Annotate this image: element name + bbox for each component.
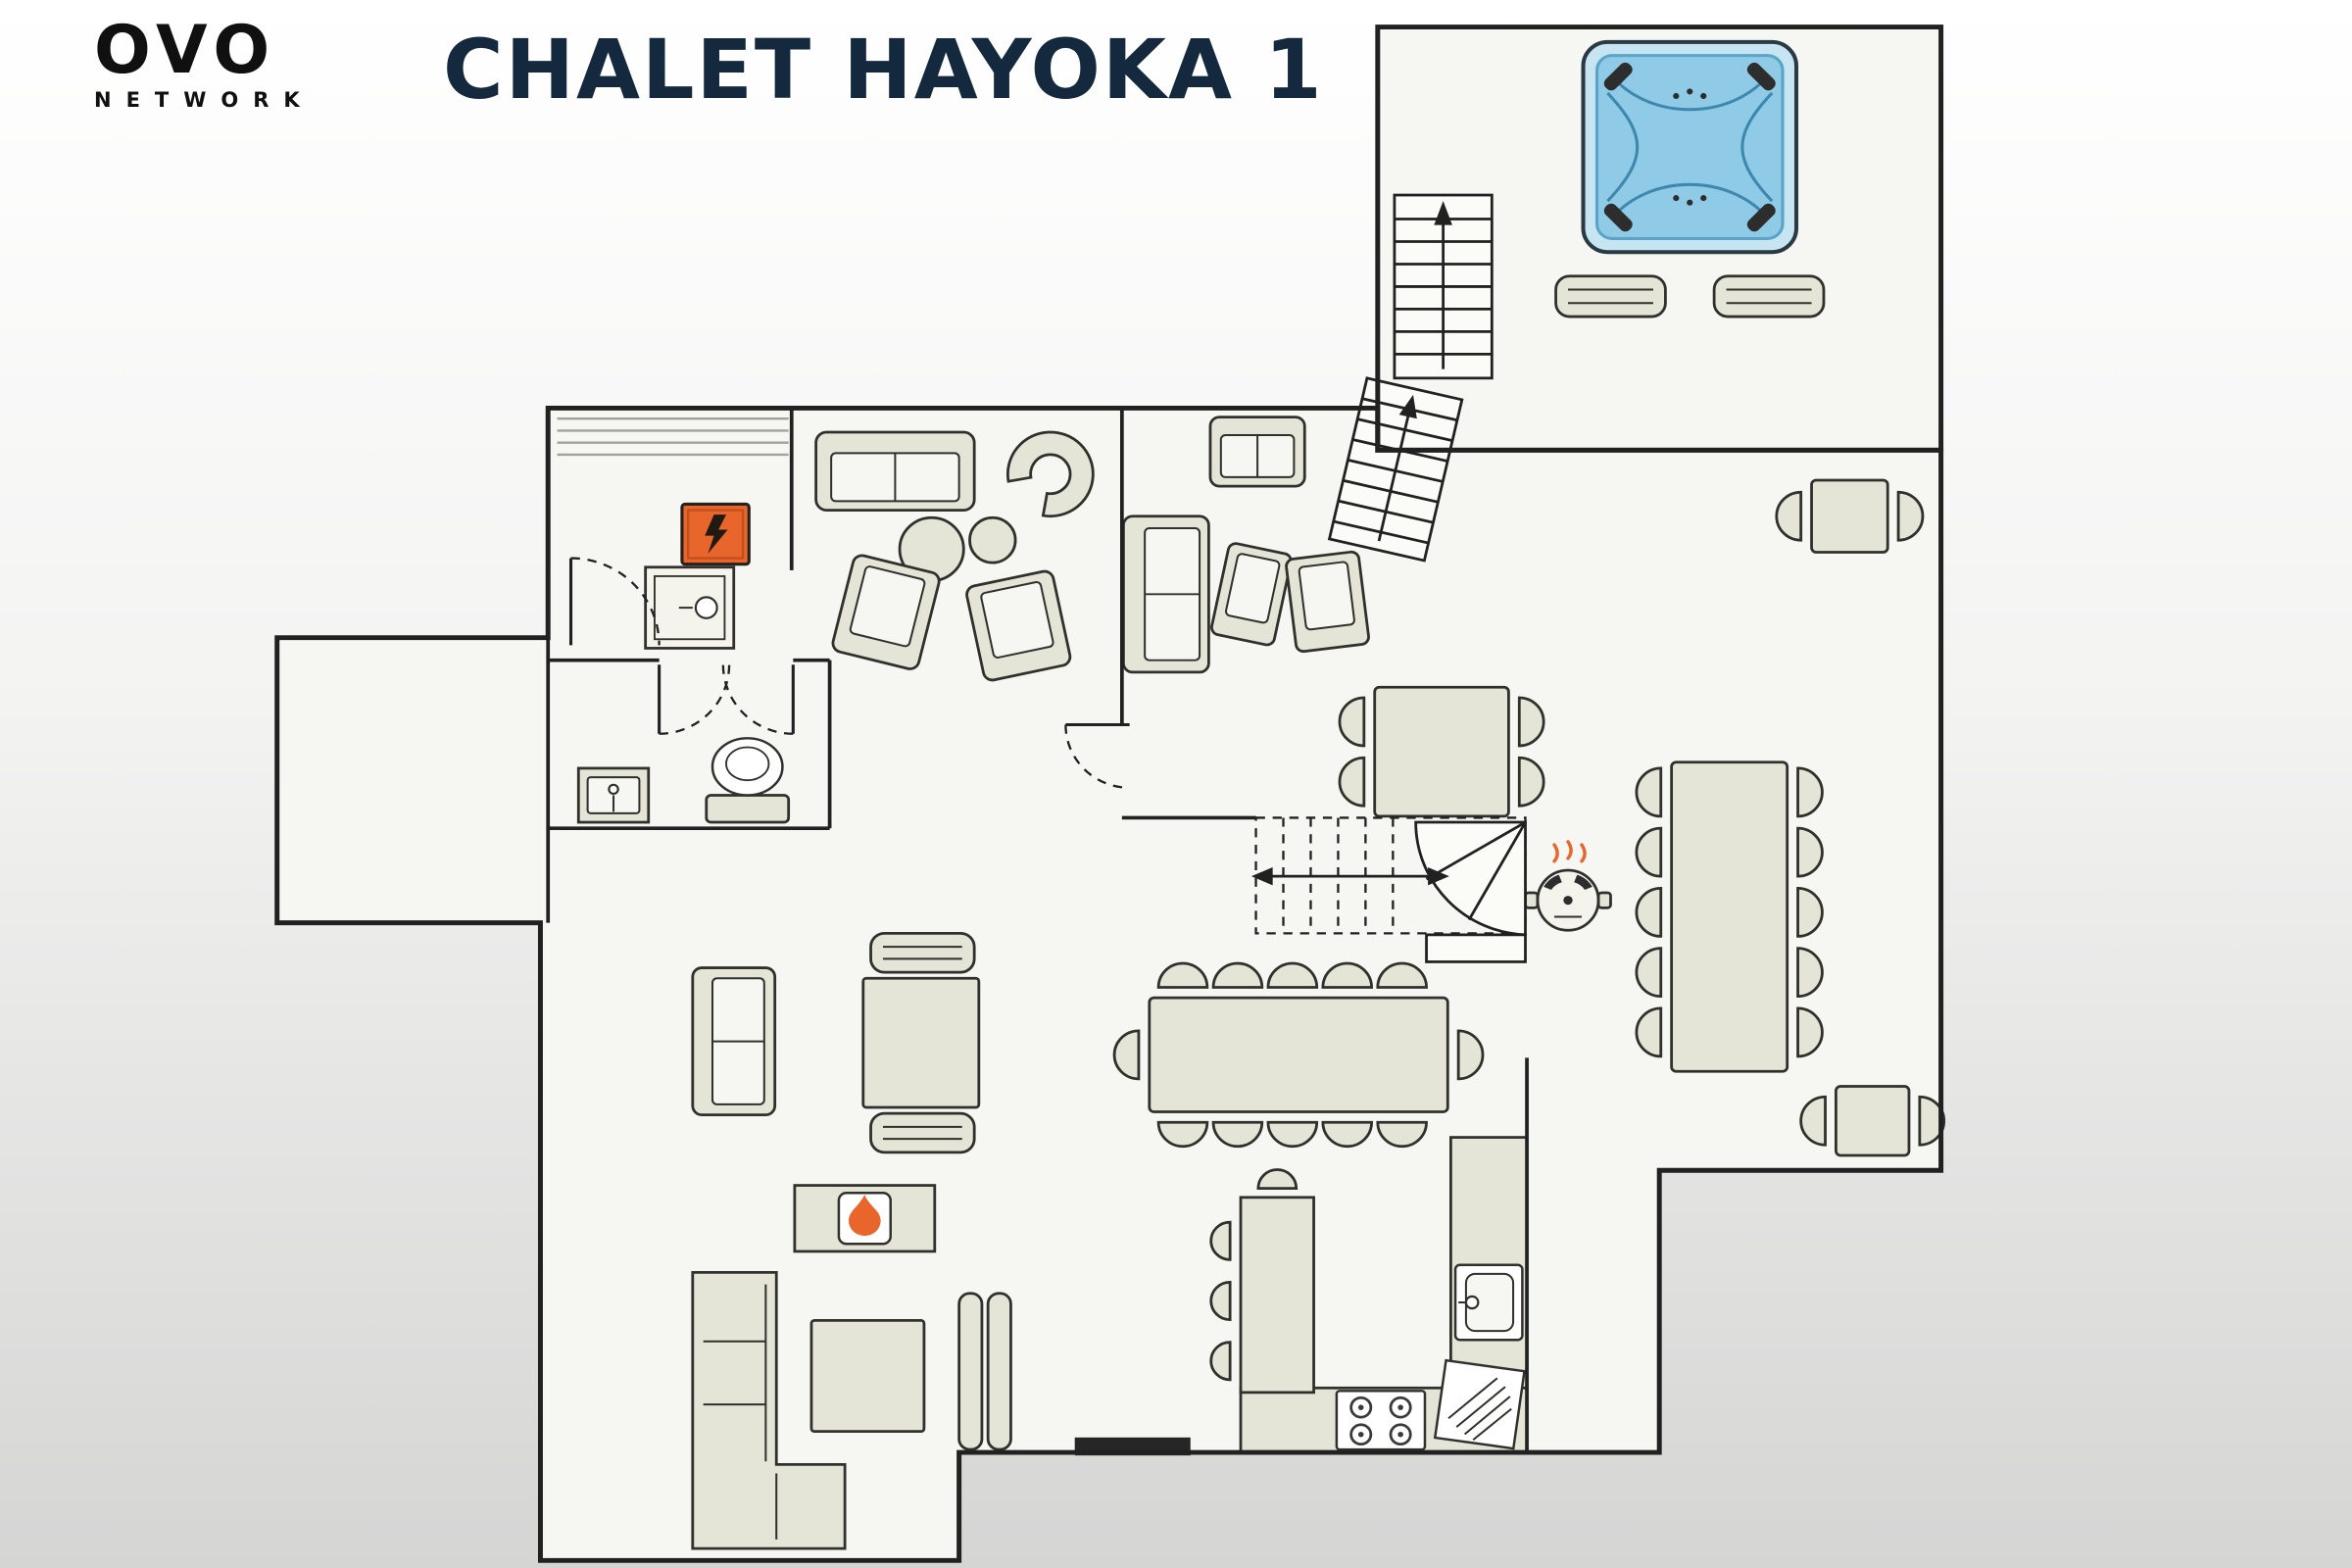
electric-panel: [680, 502, 751, 566]
bistro-table-south: [1799, 1085, 1946, 1157]
stair-winder: [1414, 820, 1527, 963]
lounge-area: [1122, 416, 1370, 674]
toilet: [705, 737, 791, 824]
door-swing: [568, 557, 661, 646]
hot-tub-jets: [1673, 88, 1707, 206]
side-table: [809, 1318, 926, 1434]
flame-icon: [849, 1195, 881, 1236]
arrow-left-icon: [1250, 866, 1273, 886]
living-room: [814, 430, 1095, 682]
boiler: [644, 565, 736, 650]
kitchen-sink: [1453, 1263, 1524, 1342]
tv-lounge: [691, 931, 1012, 1550]
kitchen-appliance: [1433, 1358, 1526, 1450]
square-dining-table: [1338, 685, 1545, 818]
page-title: CHALET HAYOKA 1: [443, 22, 1324, 118]
fireplace: [793, 1184, 937, 1253]
window-band: [557, 416, 789, 457]
corner-sofa: [691, 1270, 847, 1550]
armchair: [1285, 550, 1370, 654]
interior-staircase: [1250, 816, 1527, 963]
sun-bench: [1554, 274, 1667, 318]
walls: [274, 24, 1944, 1563]
arrow-up-icon: [1434, 201, 1452, 225]
utility-room: [557, 416, 789, 650]
bench: [869, 931, 976, 974]
hot-tub-headrests: [1603, 62, 1776, 232]
bathroom: [576, 664, 795, 824]
outdoor-dining-table: [1635, 760, 1824, 1073]
ovo-network-logo: OVO NETWORK: [94, 12, 315, 113]
stove: [1335, 1390, 1427, 1451]
outdoor-staircase-upper: [1393, 193, 1494, 380]
terrace-deck: [1393, 39, 1826, 380]
lightning-icon: [705, 514, 728, 554]
outdoor-staircase-lower: [1327, 376, 1464, 563]
door-swing: [658, 664, 795, 735]
terrace-dining: [1524, 478, 1946, 1157]
bbq-grill: [1524, 840, 1612, 932]
coffee-table: [968, 515, 1017, 564]
curved-armchair: [1006, 430, 1095, 518]
arrow-up-icon: [1398, 394, 1417, 419]
dining-area: [1112, 961, 1485, 1149]
water-waves-icon: [1606, 76, 1774, 218]
sofa: [691, 966, 777, 1116]
bench: [869, 1111, 976, 1154]
wall-bench: [957, 1292, 1012, 1451]
sofa: [1208, 416, 1306, 488]
bistro-table-north: [1775, 478, 1925, 554]
sofa: [814, 430, 976, 512]
logo-text: OVO: [94, 12, 277, 89]
armchair: [965, 569, 1072, 682]
heat-icon: [1552, 840, 1587, 863]
table: [861, 976, 981, 1109]
hot-tub: [1581, 39, 1799, 255]
sun-bench: [1712, 274, 1826, 318]
kitchen-island: [1239, 1196, 1315, 1395]
door-swing: [1064, 722, 1130, 789]
arrow-right-icon: [1428, 866, 1449, 886]
sofa: [1122, 514, 1210, 674]
washbasin: [576, 766, 651, 824]
armchair: [1210, 542, 1293, 647]
dining-table: [1148, 996, 1449, 1113]
logo-subtext: NETWORK: [94, 88, 315, 112]
armchair: [831, 554, 941, 670]
kitchen: [1209, 1136, 1529, 1454]
